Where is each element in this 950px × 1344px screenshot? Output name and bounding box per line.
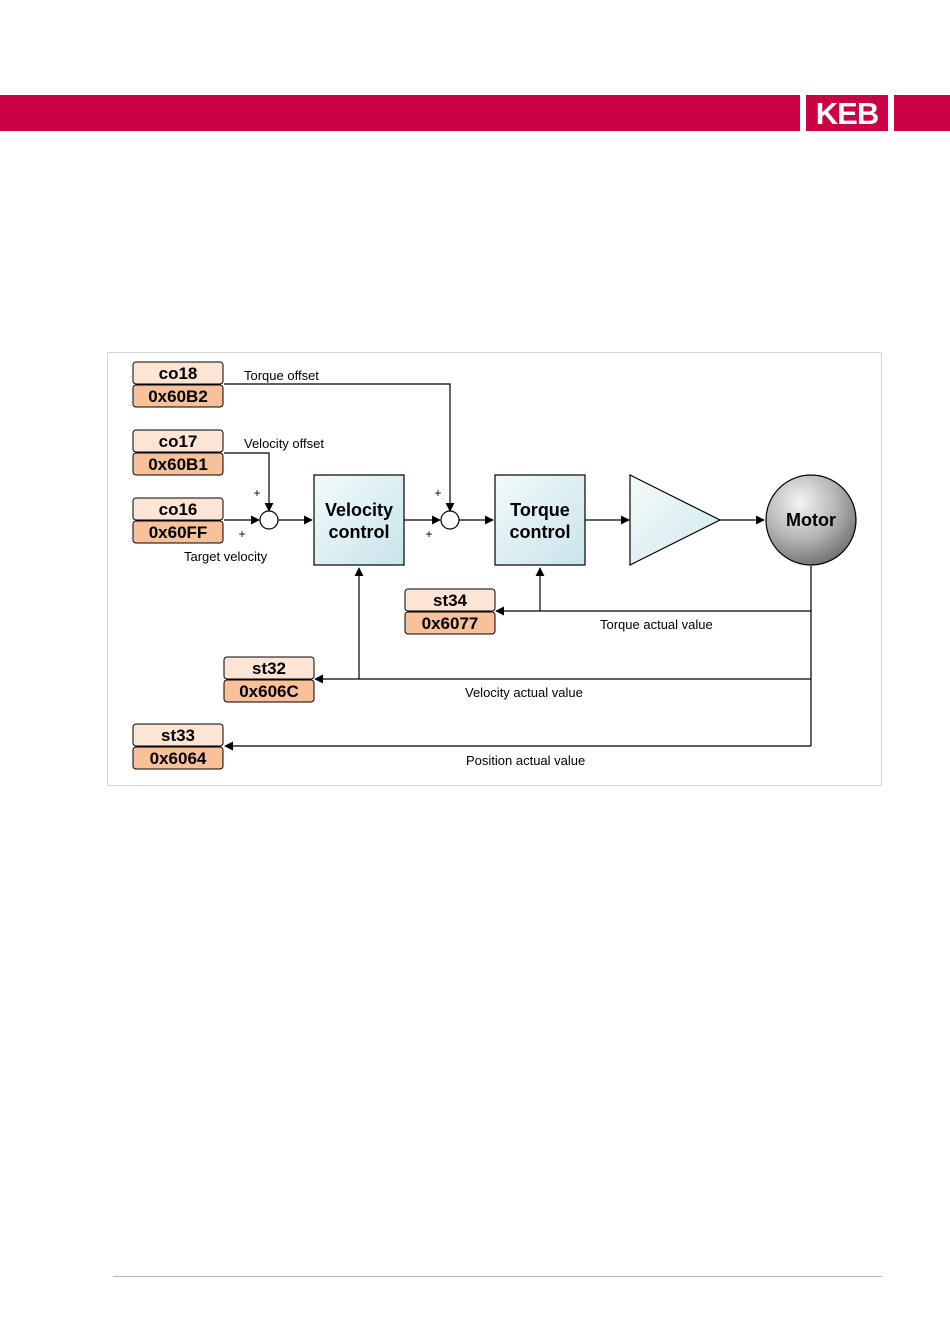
velocity-offset-label: Velocity offset — [244, 436, 324, 451]
velocity-control-label-1: Velocity — [325, 500, 393, 520]
plus-sign-torque-top: + — [434, 486, 441, 500]
plus-sign-torque-left: + — [425, 527, 432, 541]
co17-name: co17 — [159, 432, 198, 451]
keb-logo-text: KEB — [816, 98, 878, 129]
logo-gap-right — [888, 95, 894, 131]
st32-index: 0x606C — [239, 682, 299, 701]
velocity-control-block — [314, 475, 404, 565]
torque-control-block — [495, 475, 585, 565]
plus-sign-velocity-top: + — [253, 486, 260, 500]
position-actual-label: Position actual value — [466, 753, 585, 768]
torque-offset-label: Torque offset — [244, 368, 319, 383]
plus-sign-velocity-left: + — [238, 527, 245, 541]
summing-junction-torque — [441, 511, 459, 529]
control-diagram-svg: Velocity control Torque control Motor — [108, 353, 883, 787]
motor-label: Motor — [786, 510, 836, 530]
control-diagram: Velocity control Torque control Motor — [107, 352, 882, 786]
amplifier-triangle — [630, 475, 720, 565]
st32-name: st32 — [252, 659, 286, 678]
torque-control-label-2: control — [510, 522, 571, 542]
velocity-offset-line — [224, 453, 269, 511]
target-velocity-label: Target velocity — [184, 549, 268, 564]
torque-actual-label: Torque actual value — [600, 617, 713, 632]
st33-name: st33 — [161, 726, 195, 745]
st34-index: 0x6077 — [422, 614, 479, 633]
velocity-actual-label: Velocity actual value — [465, 685, 583, 700]
keb-logo: KEB — [806, 95, 888, 131]
st34-name: st34 — [433, 591, 468, 610]
footer-divider — [113, 1276, 882, 1277]
st33-index: 0x6064 — [150, 749, 207, 768]
co17-index: 0x60B1 — [148, 455, 208, 474]
velocity-control-label-2: control — [329, 522, 390, 542]
co16-name: co16 — [159, 500, 198, 519]
summing-junction-velocity — [260, 511, 278, 529]
co16-index: 0x60FF — [149, 523, 208, 542]
co18-index: 0x60B2 — [148, 387, 208, 406]
co18-name: co18 — [159, 364, 198, 383]
torque-control-label-1: Torque — [510, 500, 570, 520]
